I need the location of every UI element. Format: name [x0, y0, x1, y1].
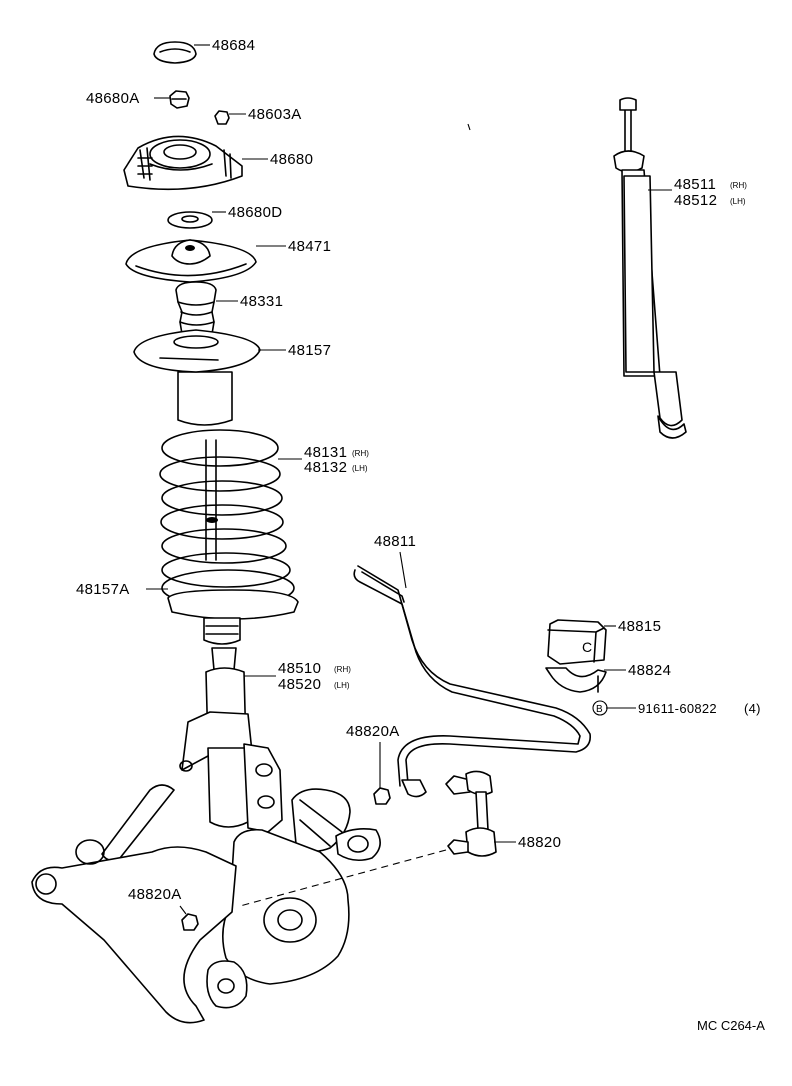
part-lower-arm: [31, 784, 381, 1024]
callout-48820A-lower: 48820A: [128, 886, 182, 903]
callout-48684: 48684: [212, 37, 255, 54]
callout-48512-side: (LH): [730, 197, 746, 206]
catalog-code: MC C264-A: [697, 1018, 765, 1033]
part-48157A-lower-insulator: [167, 589, 299, 645]
callout-48680A: 48680A: [86, 90, 140, 107]
callout-48824: 48824: [628, 662, 671, 679]
part-48684-dust-cover: [153, 41, 197, 64]
callout-48811: 48811: [374, 533, 416, 550]
callout-48511-side: (RH): [730, 181, 747, 190]
part-48471-upper-seat: [125, 239, 257, 283]
callout-48132-side: (LH): [352, 464, 368, 473]
callout-91611-60822: B 91611-60822 (4): [592, 700, 761, 716]
part-48680A-nut: [169, 90, 190, 109]
part-48820A-nut-upper: [373, 787, 391, 805]
part-steering-knuckle: [206, 788, 351, 1009]
part-48510-shock-absorber: [179, 647, 283, 833]
part-48820A-nut-lower: [181, 913, 199, 931]
callout-48520-side: (LH): [334, 681, 350, 690]
callout-48815: 48815: [618, 618, 661, 635]
callout-48157: 48157: [288, 342, 331, 359]
callout-48131: 48131: [304, 444, 347, 461]
part-48131-coil-spring: [159, 429, 295, 607]
callout-48512: 48512: [674, 192, 717, 209]
alignment-line-shock: [467, 123, 471, 131]
callout-48680D: 48680D: [228, 204, 282, 221]
callout-48331: 48331: [240, 293, 283, 310]
callout-91611-part: 91611-60822: [638, 701, 717, 716]
part-48815-bushing: C: [547, 619, 607, 665]
leader-lines: [146, 44, 672, 915]
part-48680D-spacer: [167, 211, 213, 229]
callout-48820A-upper: 48820A: [346, 723, 400, 740]
part-48820-stabilizer-link: [445, 770, 497, 857]
callout-48820: 48820: [518, 834, 561, 851]
part-48511-rear-shock: [613, 97, 687, 439]
callout-48680: 48680: [270, 151, 313, 168]
callout-48510-side: (RH): [334, 665, 351, 674]
callout-91611-qty: (4): [744, 701, 761, 716]
part-48157-insulator: [133, 329, 261, 426]
svg-text:C: C: [582, 639, 592, 655]
callout-48511: 48511: [674, 176, 716, 193]
part-48331-bump-stopper: [175, 281, 217, 338]
callout-48131-side: (RH): [352, 449, 369, 458]
callout-48157A: 48157A: [76, 581, 130, 598]
callout-48603A: 48603A: [248, 106, 302, 123]
part-48680-upper-mount: [123, 135, 243, 191]
part-48603A-nut: [214, 110, 230, 125]
marker-b-circle: [592, 700, 608, 716]
callout-48132: 48132: [304, 459, 347, 476]
marker-b-letter: B: [596, 704, 603, 715]
callout-48471: 48471: [288, 238, 331, 255]
callout-48520: 48520: [278, 676, 321, 693]
callout-48510: 48510: [278, 660, 321, 677]
part-48824-bracket: [545, 667, 607, 693]
part-48811-stabilizer-bar: [353, 565, 592, 798]
